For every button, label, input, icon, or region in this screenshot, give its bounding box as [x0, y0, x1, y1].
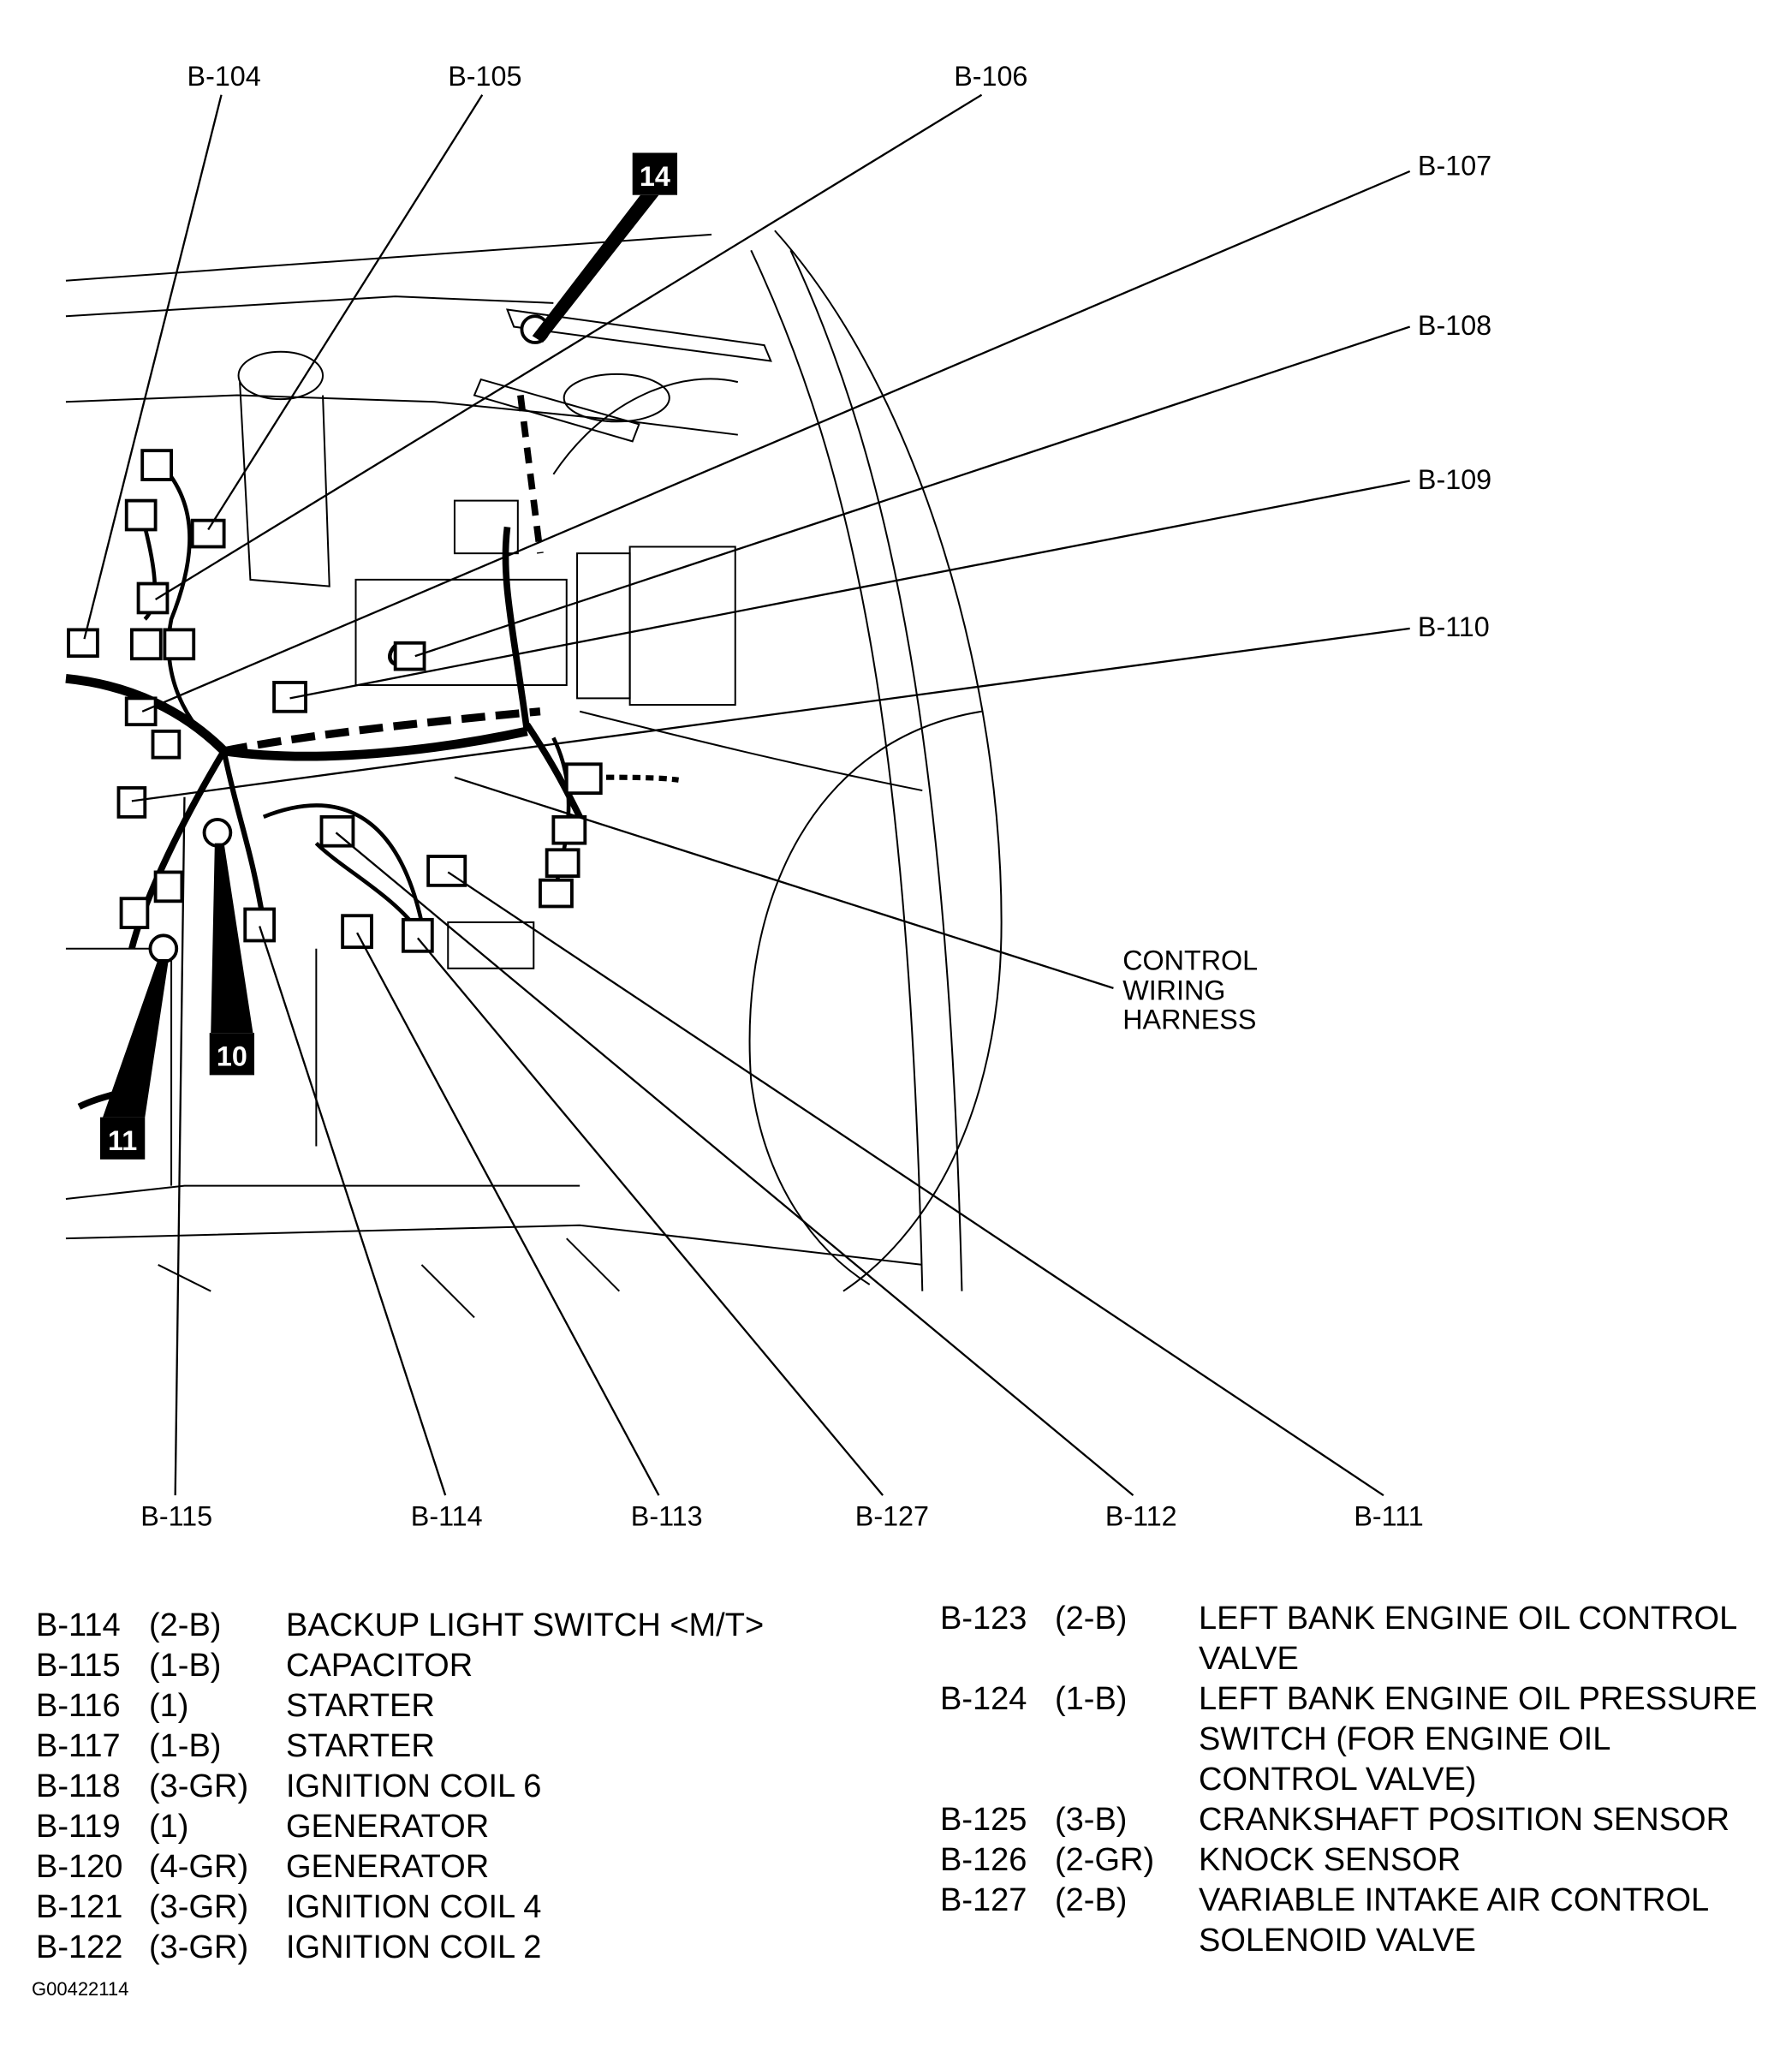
- legend-desc: KNOCK SENSOR: [1199, 1842, 1462, 1878]
- legend-code: B-123: [940, 1601, 1027, 1637]
- harness-label-1: CONTROL: [1122, 945, 1258, 975]
- legend-desc: IGNITION COIL 4: [286, 1889, 542, 1925]
- legend-pins: (1-B): [149, 1728, 222, 1764]
- badge-11: 11: [99, 959, 169, 1160]
- svg-text:10: 10: [217, 1041, 247, 1072]
- callout-b107: B-107: [1418, 151, 1491, 182]
- connector-legend-left: B-114(2-B)BACKUP LIGHT SWITCH <M/T>B-115…: [36, 1606, 764, 1968]
- svg-text:14: 14: [640, 161, 670, 192]
- legend-code: B-127: [940, 1882, 1027, 1918]
- legend-desc: BACKUP LIGHT SWITCH <M/T>: [286, 1607, 765, 1643]
- legend-pins: (3-GR): [149, 1889, 249, 1925]
- legend-desc: VARIABLE INTAKE AIR CONTROL SOLENOID VAL…: [1199, 1882, 1708, 1959]
- legend-pins: (3-GR): [149, 1929, 249, 1965]
- vehicle-outline: [65, 230, 1003, 1319]
- callout-b104: B-104: [188, 61, 261, 92]
- legend-row: B-114 (2-B) BACKUP LIGHT SWITCH <M/T>: [36, 1606, 764, 1646]
- legend-desc: CRANKSHAFT POSITION SENSOR: [1199, 1802, 1730, 1838]
- legend-code: B-124: [940, 1681, 1027, 1717]
- callout-b115: B-115: [140, 1501, 212, 1532]
- legend-row: B-118 (3-GR) IGNITION COIL 6: [36, 1767, 764, 1807]
- legend-code: B-114: [36, 1607, 121, 1643]
- legend-desc: GENERATOR: [286, 1849, 490, 1885]
- callout-b112: B-112: [1105, 1501, 1177, 1532]
- legend-code: B-119: [36, 1809, 121, 1845]
- legend-row: B-124 (1-B) LEFT BANK ENGINE OIL PRESSURE …: [940, 1679, 1764, 1800]
- engine-harness-diagram: 14 10 11 B-104 B-105 B-106 B-107 B-108 B…: [65, 61, 1491, 1532]
- legend-pins: (1): [149, 1688, 189, 1724]
- legend-desc: CAPACITOR: [286, 1648, 473, 1684]
- legend-pins: (1-B): [1055, 1681, 1128, 1717]
- legend-desc: LEFT BANK ENGINE OIL CONTROL VALVE: [1199, 1601, 1736, 1677]
- callout-b110: B-110: [1418, 611, 1490, 642]
- callout-b108: B-108: [1418, 310, 1491, 341]
- legend-code: B-120: [36, 1849, 123, 1885]
- legend-pins: (4-GR): [149, 1849, 249, 1885]
- legend-pins: (2-GR): [1055, 1842, 1155, 1878]
- legend-desc: STARTER: [286, 1688, 435, 1724]
- legend-desc: STARTER: [286, 1728, 435, 1764]
- callout-b109: B-109: [1418, 464, 1491, 495]
- figure-id: G00422114: [32, 1978, 129, 2000]
- badge-14: 14: [532, 152, 678, 343]
- leader-lines: [83, 93, 1411, 1497]
- legend-pins: (3-B): [1055, 1802, 1128, 1838]
- legend-pins: (1): [149, 1809, 189, 1845]
- legend-code: B-117: [36, 1728, 121, 1764]
- legend-code: B-125: [940, 1802, 1027, 1838]
- legend-row: B-115 (1-B) CAPACITOR: [36, 1646, 764, 1686]
- legend-row: B-126 (2-GR) KNOCK SENSOR: [940, 1840, 1764, 1881]
- callout-b105: B-105: [448, 61, 521, 92]
- legend-code: B-116: [36, 1688, 121, 1724]
- legend-row: B-127 (2-B) VARIABLE INTAKE AIR CONTROL SO…: [940, 1881, 1764, 1961]
- callout-b106: B-106: [954, 61, 1027, 92]
- callout-b111: B-111: [1354, 1501, 1423, 1532]
- legend-row: B-123 (2-B) LEFT BANK ENGINE OIL CONTROL V…: [940, 1599, 1764, 1679]
- legend-code: B-115: [36, 1648, 121, 1684]
- connector-legend-right: B-123 (2-B) LEFT BANK ENGINE OIL CONTROL V…: [940, 1599, 1764, 1961]
- legend-pins: (2-B): [1055, 1882, 1128, 1918]
- legend-desc: LEFT BANK ENGINE OIL PRESSURE SWITCH (FO…: [1199, 1681, 1758, 1798]
- legend-pins: (2-B): [149, 1607, 222, 1643]
- legend-desc: IGNITION COIL 2: [286, 1929, 542, 1965]
- legend-code: B-121: [36, 1889, 123, 1925]
- harness-label-2: WIRING: [1122, 975, 1225, 1006]
- callout-b114: B-114: [411, 1501, 483, 1532]
- callout-labels: B-104 B-105 B-106 B-107 B-108 B-109 B-11…: [140, 61, 1491, 1532]
- svg-text:11: 11: [108, 1125, 137, 1156]
- legend-pins: (3-GR): [149, 1768, 249, 1804]
- legend-code: B-126: [940, 1842, 1027, 1878]
- connectors: [67, 314, 603, 964]
- legend-desc: GENERATOR: [286, 1809, 490, 1845]
- legend-code: B-122: [36, 1929, 123, 1965]
- legend-desc: IGNITION COIL 6: [286, 1768, 542, 1804]
- legend-row: B-121 (3-GR) IGNITION COIL 4: [36, 1887, 764, 1928]
- legend-row: B-120 (4-GR) GENERATOR: [36, 1847, 764, 1887]
- legend-pins: (1-B): [149, 1648, 222, 1684]
- legend-row: B-117 (1-B) STARTER: [36, 1726, 764, 1767]
- badge-10: 10: [209, 843, 255, 1076]
- legend-pins: (2-B): [1055, 1601, 1128, 1637]
- legend-code: B-118: [36, 1768, 121, 1804]
- legend-row: B-116 (1) STARTER: [36, 1686, 764, 1726]
- legend-row: B-125 (3-B) CRANKSHAFT POSITION SENSOR: [940, 1800, 1764, 1840]
- harness-label-3: HARNESS: [1122, 1005, 1256, 1035]
- callout-b113: B-113: [631, 1501, 703, 1532]
- legend-row: B-119 (1) GENERATOR: [36, 1807, 764, 1847]
- legend-row: B-122 (3-GR) IGNITION COIL 2: [36, 1928, 764, 1968]
- callout-b127: B-127: [855, 1501, 929, 1532]
